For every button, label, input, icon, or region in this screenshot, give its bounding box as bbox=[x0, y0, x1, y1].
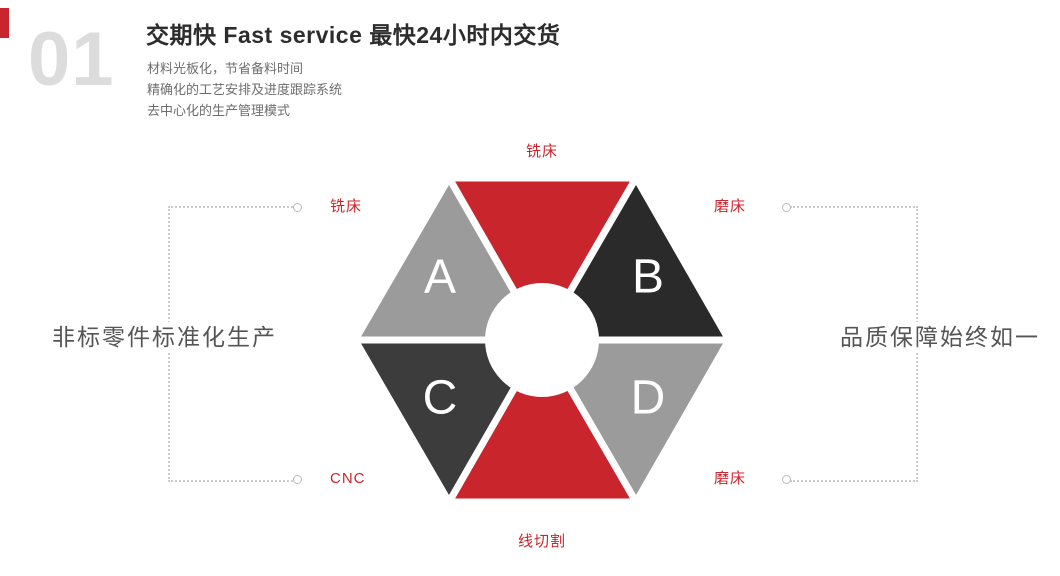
segment-letter-d: D bbox=[631, 372, 666, 425]
slide-title: 交期快 Fast service 最快24小时内交货 bbox=[146, 22, 561, 48]
accent-bar bbox=[0, 8, 9, 38]
label-milling-top: 铣床 bbox=[525, 143, 558, 160]
bullet-line-3: 去中心化的生产管理模式 bbox=[147, 103, 291, 118]
segment-letter-a: A bbox=[424, 251, 456, 304]
connector-dot-right-bottom bbox=[782, 475, 791, 484]
bullet-list: 材料光板化，节省备料时间 精确化的工艺安排及进度跟踪系统 去中心化的生产管理模式 bbox=[147, 58, 342, 121]
section-number: 01 bbox=[28, 17, 115, 102]
center-circle bbox=[485, 283, 599, 397]
segment-letter-b: B bbox=[632, 251, 664, 304]
segment-letter-c: C bbox=[423, 372, 458, 425]
bullet-line-1: 材料光板化，节省备料时间 bbox=[147, 61, 304, 76]
label-grinding-bottom: 磨床 bbox=[713, 470, 746, 487]
connector-dot-right-top bbox=[782, 203, 791, 212]
left-caption: 非标零件标准化生产 bbox=[52, 322, 277, 352]
label-wire-cut: 线切割 bbox=[517, 533, 566, 550]
bullet-line-2: 精确化的工艺安排及进度跟踪系统 bbox=[147, 82, 343, 97]
label-grinding-top: 磨床 bbox=[713, 198, 746, 215]
label-milling-left: 铣床 bbox=[330, 198, 363, 215]
right-caption: 品质保障始终如一 bbox=[840, 322, 1040, 352]
connector-dot-left-bottom bbox=[293, 475, 302, 484]
connector-dot-left-top bbox=[293, 203, 302, 212]
segment-a bbox=[351, 174, 546, 344]
label-cnc: CNC bbox=[330, 470, 366, 487]
